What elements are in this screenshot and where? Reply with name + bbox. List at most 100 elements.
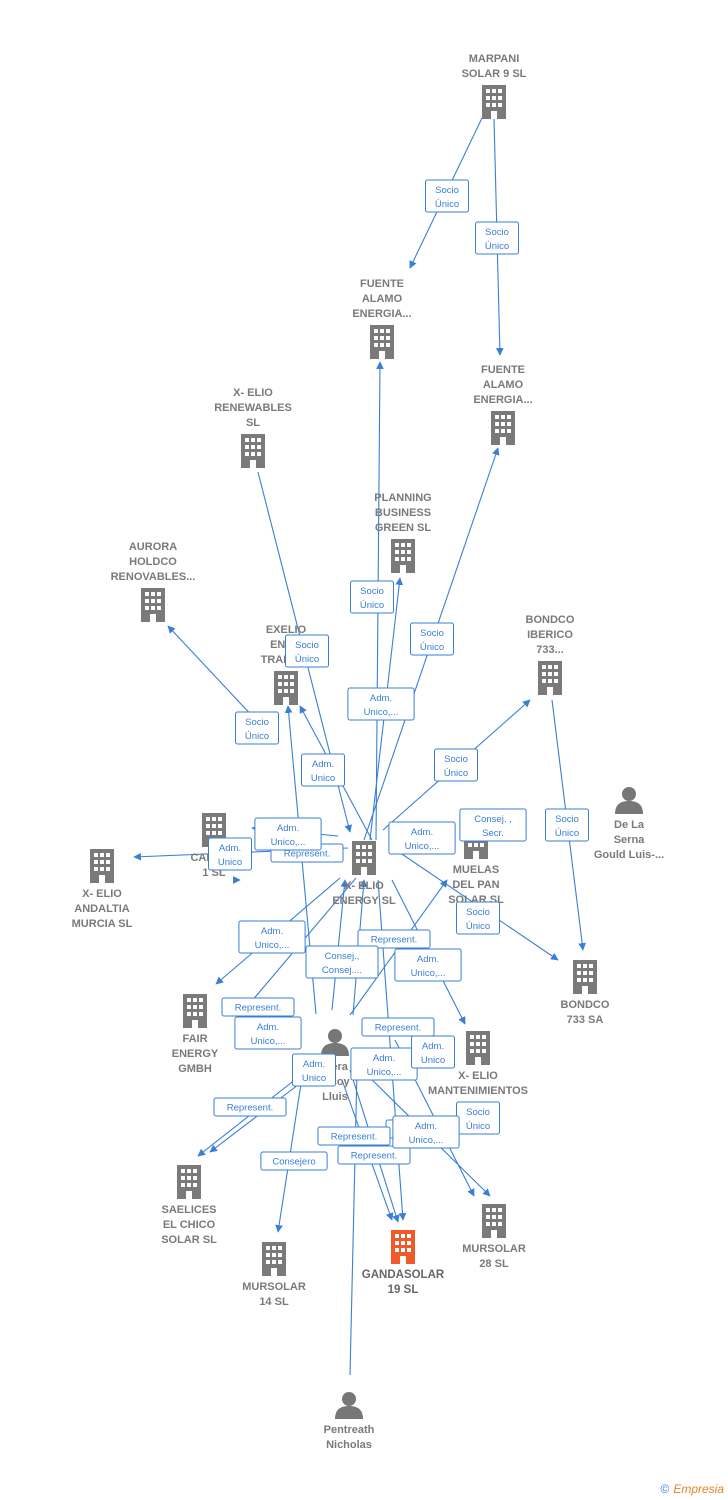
person-icon <box>335 1392 363 1419</box>
node-fuente1[interactable]: FUENTEALAMOENERGIA... <box>352 278 412 359</box>
relation-tag[interactable]: Represent. <box>221 997 295 1017</box>
relation-tag[interactable]: Adm.Unico <box>301 753 345 787</box>
relation-tag-box <box>459 808 527 842</box>
footer-brand[interactable]: ©Empresia <box>660 1482 724 1496</box>
node-label-line: EL CHICO <box>163 1219 216 1231</box>
relation-tag-text: Único <box>444 768 468 779</box>
node-aurora[interactable]: AURORAHOLDCORENOVABLES... <box>111 541 196 622</box>
relation-tag[interactable]: Adm.Unico,... <box>238 920 306 954</box>
node-label-line: ALAMO <box>483 379 524 391</box>
node-label-line: MANTENIMIENTOS <box>428 1085 528 1097</box>
relation-tag[interactable]: Consej. ,Secr. <box>459 808 527 842</box>
relation-tag-box <box>235 711 279 745</box>
node-label-line: MUELAS <box>453 864 499 876</box>
relation-tag-text: Socio <box>360 586 384 597</box>
relation-tag-text: Secr. <box>482 828 504 839</box>
relation-tag[interactable]: Adm.Unico,... <box>254 817 322 851</box>
relation-tag[interactable]: Represent. <box>361 1017 435 1037</box>
relation-tag-text: Adm. <box>219 843 241 854</box>
node-fuente2[interactable]: FUENTEALAMOENERGIA... <box>473 364 533 445</box>
node-label-line: RENEWABLES <box>214 402 292 414</box>
relation-tag-text: Consejero <box>272 1157 315 1168</box>
node-label-line: BONDCO <box>526 614 575 626</box>
relation-tag[interactable]: Adm.Unico,... <box>234 1016 302 1050</box>
relation-tag[interactable]: Adm. Unico,... <box>392 1115 460 1149</box>
relation-tag[interactable]: Consejero <box>260 1151 328 1171</box>
node-label-line: BONDCO <box>561 999 610 1011</box>
node-label-line: 28 SL <box>479 1258 509 1270</box>
relation-tag[interactable]: Adm. Unico,... <box>388 821 456 855</box>
relation-tag-text: Único <box>245 731 269 742</box>
relation-tag-text: Represent. <box>331 1132 377 1143</box>
relation-tag[interactable]: Represent. <box>337 1145 411 1165</box>
relation-tag[interactable]: Consej.,Consej.... <box>305 945 379 979</box>
node-label-line: X- ELIO <box>458 1070 498 1082</box>
node-label-line: MURSOLAR <box>462 1243 526 1255</box>
relation-tag[interactable]: Represent. <box>357 929 431 949</box>
relation-tag-box <box>260 1151 328 1171</box>
relation-tag[interactable]: Represent. <box>213 1097 287 1117</box>
node-label-line: ENERGY SL <box>332 895 396 907</box>
relation-tag[interactable]: Adm.Unico <box>208 837 252 871</box>
relation-tag[interactable]: Adm.Unico <box>411 1035 455 1069</box>
node-label-line: SOLAR SL <box>161 1234 217 1246</box>
relation-tag[interactable]: Adm.Unico,... <box>347 687 415 721</box>
relation-tag-box <box>292 1053 336 1087</box>
relation-tag-text: Socio <box>245 717 269 728</box>
node-label-line: GREEN SL <box>375 522 432 534</box>
relation-tag-text: Adm. <box>417 954 439 965</box>
relation-tag-text: Unico,... <box>409 1135 444 1146</box>
copyright-symbol: © <box>660 1482 670 1496</box>
relation-tag-text: Adm. <box>411 827 433 838</box>
relation-tag[interactable]: Adm.Unico <box>292 1053 336 1087</box>
node-xelio_energy[interactable]: X- ELIO ENERGY SL <box>332 841 396 907</box>
relation-tag-box <box>425 179 469 213</box>
relation-tag-text: Adm. <box>415 1121 437 1132</box>
relation-tag-box <box>388 821 456 855</box>
relation-tag-box <box>221 997 295 1017</box>
relation-tag-text: Consej.... <box>322 965 362 976</box>
relation-tag-text: Socio <box>555 814 579 825</box>
relation-tag-box <box>394 948 462 982</box>
node-label-line: X- ELIO <box>344 880 384 892</box>
relation-tag-text: Represent. <box>284 849 330 860</box>
relation-tag-text: Unico,... <box>405 841 440 852</box>
relation-tag-text: Socio <box>485 227 509 238</box>
building-icon <box>482 1204 506 1238</box>
node-label-line: ENERGY <box>172 1048 219 1060</box>
relation-edge <box>349 1069 361 1376</box>
node-bondco_iberico[interactable]: BONDCOIBERICO733... <box>526 614 575 695</box>
relation-tag[interactable]: Adm.Unico,... <box>394 948 462 982</box>
node-label-line: Nicholas <box>326 1439 372 1451</box>
relation-tag[interactable]: Adm.Unico,... <box>350 1047 418 1081</box>
node-mursolar28[interactable]: MURSOLAR 28 SL <box>462 1204 526 1270</box>
relation-tag-text: Socio <box>435 185 459 196</box>
relation-tag[interactable]: Represent. <box>317 1126 391 1146</box>
relation-tag-box <box>213 1097 287 1117</box>
relation-edge <box>275 1057 306 1233</box>
relation-tag-text: Unico,... <box>271 837 306 848</box>
relation-tag-text: Represent. <box>235 1003 281 1014</box>
